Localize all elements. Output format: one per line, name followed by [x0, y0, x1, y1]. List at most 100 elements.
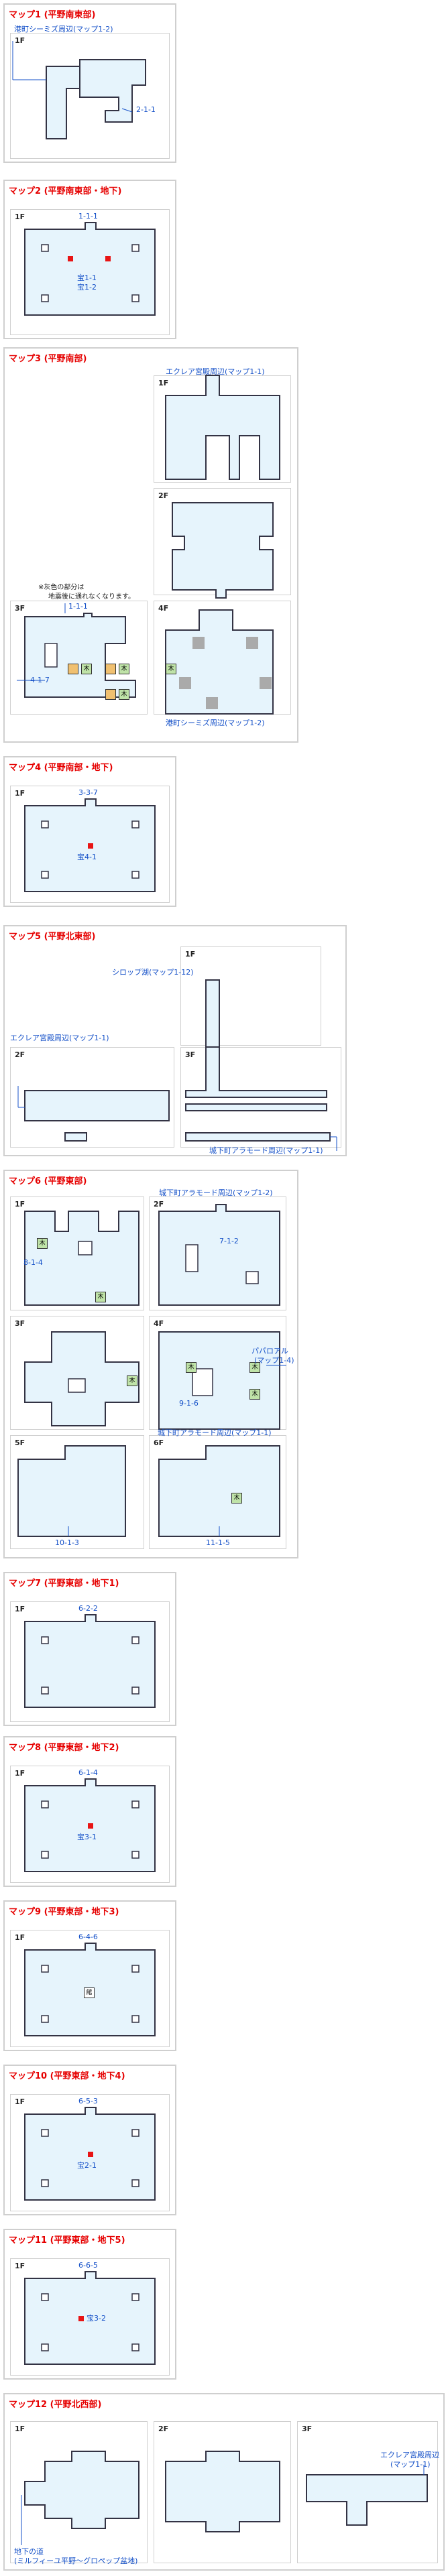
map2-layout	[24, 222, 156, 316]
map11-layout	[24, 2271, 156, 2365]
map6-floor6-label: 6F	[154, 1438, 164, 1447]
map7-layout	[24, 1614, 156, 1708]
map6-exit-top: 城下町アラモード周辺(マップ1-2)	[159, 1188, 273, 1197]
map4-title: マップ4 (平野南部・地下)	[9, 763, 113, 773]
map8-label-6-1-4: 6-1-4	[78, 1768, 98, 1777]
map4-chest	[88, 843, 93, 849]
section-map1: マップ1 (平野南東部) 1F 港町シーミズ周辺(マップ1-2) 2-1-1	[3, 3, 176, 163]
map8-floor1-label: 1F	[15, 1769, 25, 1778]
map5-layout	[17, 979, 337, 1151]
map3-exit-bottom: 港町シーミズ周辺(マップ1-2)	[166, 719, 265, 727]
map6-label-7-1-2: 7-1-2	[219, 1237, 239, 1245]
map11-title: マップ11 (平野東部・地下5)	[9, 2235, 125, 2246]
map4-floor1-label: 1F	[15, 789, 25, 798]
map2-title: マップ2 (平野南東部・地下)	[9, 186, 122, 196]
map6-exit-alamode: 城下町アラモード周辺(マップ1-1)	[158, 1428, 272, 1437]
map11-floor1-label: 1F	[15, 2262, 25, 2270]
map3-layout	[17, 375, 280, 715]
map5-exit-alamode: 城下町アラモード周辺(マップ1-1)	[209, 1146, 323, 1155]
map2-floor1-label: 1F	[15, 212, 25, 221]
map12-exit-palace-sub: (マップ1-1)	[390, 2460, 431, 2469]
map3-note-1: ※灰色の部分は	[38, 584, 85, 591]
map6-exit-papa: パパロアル	[251, 1347, 288, 1355]
map3-floor3-label: 3F	[15, 604, 25, 613]
map7-floor1-label: 1F	[15, 1605, 25, 1613]
section-map7: マップ7 (平野東部・地下1) 1F 6-2-2	[3, 1572, 176, 1726]
map6-box-5: 木	[249, 1362, 260, 1373]
map10-floor1-label: 1F	[15, 2097, 25, 2106]
map6-label-11-1-5: 11-1-5	[206, 1538, 230, 1547]
map1-title: マップ1 (平野南東部)	[9, 10, 96, 20]
map2-chest-label-2: 宝1-2	[77, 283, 97, 292]
map5-floor2-label: 2F	[15, 1050, 25, 1059]
map8-title: マップ8 (平野東部・地下2)	[9, 1743, 119, 1753]
map6-floor1-label: 1F	[15, 1200, 25, 1209]
map3-gray-5	[206, 697, 218, 709]
map12-layout	[21, 2451, 428, 2545]
map3-block-brown-2	[105, 664, 116, 674]
section-map12: マップ12 (平野北西部) 1F 2F 3F エクレア宮殿周辺 (マップ1-1)…	[3, 2393, 445, 2571]
section-map10: マップ10 (平野東部・地下4) 1F 6-5-3 宝2-1	[3, 2065, 176, 2215]
map3-gray-1	[192, 637, 205, 649]
map10-layout	[24, 2107, 156, 2201]
map3-floor4-label: 4F	[158, 604, 169, 613]
map9-floor1-label: 1F	[15, 1933, 25, 1942]
map7-title: マップ7 (平野東部・地下1)	[9, 1579, 119, 1589]
map4-label-3-3-7: 3-3-7	[78, 788, 98, 797]
map4-layout	[24, 798, 156, 892]
section-map6: マップ6 (平野東部) 1F 2F 3F 4F 5F 6F 城下町アラモード周辺…	[3, 1170, 298, 1558]
map8-layout	[24, 1778, 156, 1872]
section-map5: マップ5 (平野北東部) 1F 2F 3F シロップ湖(マップ1-12) エクレ…	[3, 925, 347, 1156]
map3-title: マップ3 (平野南部)	[9, 354, 87, 364]
map6-floor5-label: 5F	[15, 1438, 25, 1447]
section-map3: マップ3 (平野南部) 1F 2F 3F 4F エクレア宮殿周辺(マップ1-1)…	[3, 347, 298, 743]
map9-layout	[24, 1943, 156, 2036]
map3-box-1: 木	[81, 664, 92, 674]
map3-exit-top: エクレア宮殿周辺(マップ1-1)	[166, 367, 265, 376]
map6-label-10-1-3: 10-1-3	[55, 1538, 79, 1547]
section-map4: マップ4 (平野南部・地下) 1F 3-3-7 宝4-1	[3, 756, 176, 907]
map3-block-brown-1	[68, 664, 78, 674]
map11-chest-label: 宝3-2	[87, 2314, 106, 2323]
map6-exit-papa-sub: (マップ1-4)	[254, 1356, 294, 1365]
map5-title: マップ5 (平野北東部)	[9, 932, 96, 942]
map10-chest-label: 宝2-1	[77, 2161, 97, 2170]
map9-box-kan: 館	[84, 1987, 95, 1998]
map10-chest	[88, 2152, 93, 2157]
map5-exit-palace: エクレア宮殿周辺(マップ1-1)	[10, 1034, 109, 1042]
map6-layout	[17, 1204, 286, 1537]
map12-exit-palace: エクレア宮殿周辺	[380, 2451, 439, 2459]
map11-label-6-6-5: 6-6-5	[78, 2261, 98, 2270]
map1-layout	[12, 41, 146, 139]
map3-gray-4	[260, 677, 272, 689]
map12-title: マップ12 (平野北西部)	[9, 2400, 102, 2410]
map6-box-2: 木	[95, 1292, 106, 1302]
map3-gray-2	[246, 637, 258, 649]
section-map9: マップ9 (平野東部・地下3) 1F 6-4-6 館	[3, 1900, 176, 2051]
map3-gray-3	[179, 677, 191, 689]
section-map11: マップ11 (平野東部・地下5) 1F 6-6-5 宝3-2	[3, 2229, 176, 2380]
map5-exit-siroppu: シロップ湖(マップ1-12)	[112, 968, 194, 977]
map2-chest-2	[105, 256, 111, 261]
map12-exit-underground-sub: (ミルフィーユ平野～グロペップ盆地)	[14, 2557, 138, 2565]
map2-chest-label-1: 宝1-1	[77, 273, 97, 282]
map9-title: マップ9 (平野東部・地下3)	[9, 1907, 119, 1917]
map2-chest-1	[68, 256, 73, 261]
map5-floor1-label: 1F	[185, 950, 196, 959]
map6-floor3-label: 3F	[15, 1319, 25, 1328]
map3-box-3: 木	[119, 689, 129, 700]
map1-exit-label: 港町シーミズ周辺(マップ1-2)	[14, 25, 113, 34]
map6-title: マップ6 (平野東部)	[9, 1176, 87, 1186]
map3-label-4-1-7: 4-1-7	[30, 676, 50, 684]
map8-chest-label: 宝3-1	[77, 1833, 97, 1841]
map8-chest	[88, 1823, 93, 1829]
map5-floor1: 1F	[180, 946, 321, 1046]
map6-box-1: 木	[37, 1238, 48, 1249]
map1-floor1-label: 1F	[15, 36, 25, 45]
map11-chest	[78, 2316, 84, 2321]
map6-label-8-1-4: 8-1-4	[23, 1258, 43, 1267]
map6-floor4-label: 4F	[154, 1319, 164, 1328]
map6-box-3: 木	[127, 1375, 137, 1386]
map7-label-6-2-2: 6-2-2	[78, 1604, 98, 1613]
map3-box-2: 木	[119, 664, 129, 674]
